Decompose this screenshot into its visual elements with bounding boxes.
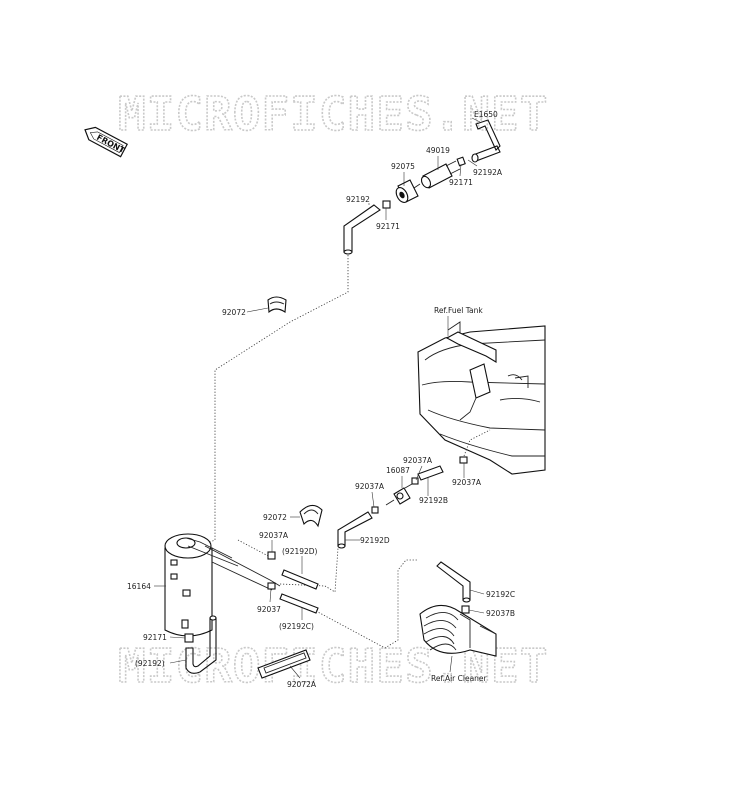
- clamp-92171-bottom: [184, 633, 194, 643]
- hose-92192D: [337, 511, 373, 549]
- valve-16087: [385, 483, 413, 506]
- hose-92192B: [417, 465, 444, 481]
- air-cleaner-boot: [419, 604, 497, 657]
- callout-92037A-upper: 92037A: [403, 456, 433, 465]
- callout-49019: 49019: [426, 146, 450, 155]
- callout-92037A-right: 92037A: [452, 478, 482, 487]
- callout-92037A-canister: 92037A: [259, 531, 289, 540]
- clip-92072-lower: [299, 504, 323, 528]
- hose-92192D-paren: [281, 569, 319, 590]
- hose-92192-top: [343, 204, 381, 255]
- ref-air-cleaner: Ref.Air Cleaner: [431, 674, 488, 683]
- callout-92192A: 92192A: [473, 168, 503, 177]
- callout-92072-upper: 92072: [222, 308, 246, 317]
- callout-16164: 16164: [127, 582, 151, 591]
- callout-92072A: 92072A: [287, 680, 317, 689]
- dashed-line-air-cleaner-run: [315, 559, 418, 649]
- ref-fuel-tank: Ref.Fuel Tank: [434, 306, 483, 315]
- dashed-line-92192D: [279, 547, 339, 593]
- watermark-top: MICROFICHES.NET: [118, 87, 548, 141]
- clamp-92037B: [461, 605, 470, 614]
- clamp-92037A-left: [371, 506, 379, 514]
- callout-92171-top-left: 92171: [376, 222, 400, 231]
- clip-92072-upper: [267, 296, 287, 314]
- callout-92072-lower: 92072: [263, 513, 287, 522]
- band-92072A: [257, 649, 311, 679]
- hose-e1650-assembly: [471, 119, 501, 163]
- callout-92192C: 92192C: [486, 590, 515, 599]
- fitting-92075: [395, 179, 419, 203]
- fuel-tank: [417, 321, 546, 475]
- callout-92192D-paren: (92192D): [282, 547, 318, 556]
- callout-92192-paren: (92192): [135, 659, 165, 668]
- callout-92037B: 92037B: [486, 609, 515, 618]
- line-canister-top-outlet: [204, 545, 281, 587]
- callout-92171-top-right: 92171: [449, 178, 473, 187]
- callout-92192D: 92192D: [360, 536, 390, 545]
- fuel-filter-49019: [410, 160, 461, 191]
- clamp-92037A-right: [459, 456, 468, 464]
- hose-92192C: [436, 561, 471, 603]
- callout-92075: 92075: [391, 162, 415, 171]
- clamp-92171-top-right: [456, 156, 466, 167]
- clamp-92037A-upper: [411, 477, 419, 485]
- callout-92037A-left: 92037A: [355, 482, 385, 491]
- hose-92192-bottom: [185, 615, 217, 674]
- dashed-line-canister-clamp: [237, 539, 273, 559]
- callout-92192B: 92192B: [419, 496, 448, 505]
- hose-92192C-paren: [279, 593, 319, 614]
- callout-16087: 16087: [386, 466, 410, 475]
- callout-92037: 92037: [257, 605, 281, 614]
- callout-92192C-paren: (92192C): [279, 622, 314, 631]
- clamp-92037: [267, 582, 276, 590]
- callout-92171-bottom: 92171: [143, 633, 167, 642]
- dashed-line-top-run: [199, 255, 349, 547]
- canister-16164: [164, 533, 239, 637]
- line-canister-mid-outlet: [211, 561, 273, 591]
- callout-e1650: E1650: [474, 110, 498, 119]
- leader-lines: [154, 117, 485, 679]
- callout-92192-top: 92192: [346, 195, 370, 204]
- clamp-92037A-canister: [267, 551, 276, 560]
- clamp-92171-top-left: [382, 200, 391, 209]
